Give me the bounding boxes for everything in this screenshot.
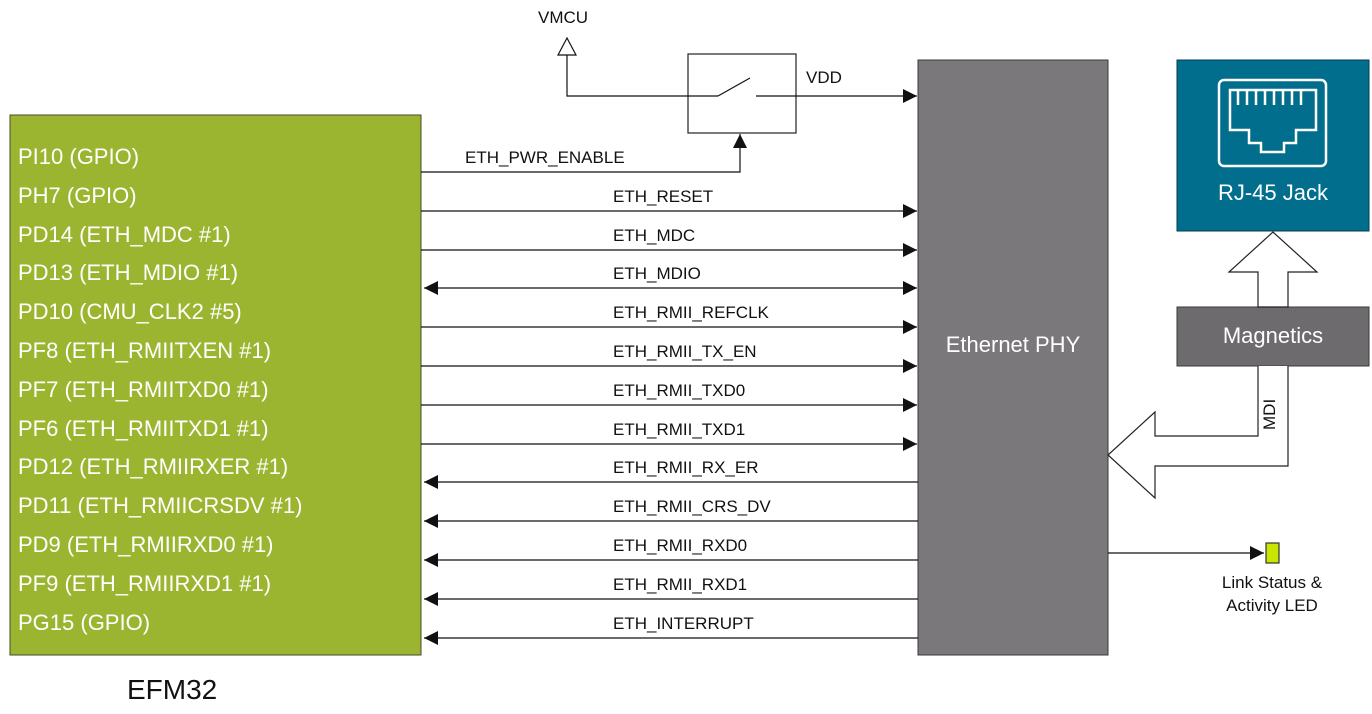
efm32-pin-label: PD14 (ETH_MDC #1) [18, 221, 231, 247]
efm32-pin-label: PH7 (GPIO) [18, 182, 137, 208]
efm32-pin-label: PF7 (ETH_RMIITXD0 #1) [18, 376, 269, 402]
ethernet-phy-block [917, 59, 1109, 656]
phy-label: Ethernet PHY [945, 332, 1081, 357]
signal-label: ETH_RMII_TXD0 [613, 381, 746, 400]
signal-label: ETH_RMII_TXD1 [613, 420, 746, 439]
rj45-jack-block [1176, 59, 1370, 232]
signal-label: ETH_RMII_RXD0 [613, 536, 748, 555]
power-switch [687, 53, 797, 134]
signal-label: ETH_RMII_TX_EN [613, 342, 757, 361]
signal-label: ETH_MDC [613, 226, 696, 245]
signal-label: ETH_RMII_CRS_DV [613, 497, 771, 516]
efm32-pin-label: PD13 (ETH_MDIO #1) [18, 260, 239, 286]
efm32-pin-label: PD9 (ETH_RMIIRXD0 #1) [18, 532, 274, 557]
signal-lines [421, 204, 918, 645]
efm32-pin-label: PI10 (GPIO) [18, 144, 140, 169]
mdi-label: MDI [1260, 398, 1279, 430]
vmcu-rail [557, 36, 688, 97]
magnetics-to-jack-arrow [1227, 231, 1319, 308]
led-label-line2: Activity LED [1226, 596, 1318, 615]
rj45-connector-icon [1217, 78, 1328, 168]
efm32-label: EFM32 [127, 674, 218, 705]
activity-led [1265, 542, 1280, 564]
rj45-label: RJ-45 Jack [1217, 180, 1329, 205]
led-label-line1: Link Status & [1221, 573, 1323, 592]
signal-label: ETH_RESET [613, 187, 714, 206]
signal-label: ETH_RMII_RXD1 [613, 575, 748, 594]
vmcu-label: VMCU [538, 8, 589, 27]
efm32-pin-label: PF9 (ETH_RMIIRXD1 #1) [18, 570, 272, 596]
mdi-arrow [1107, 366, 1289, 500]
signal-label: ETH_RMII_REFCLK [613, 303, 769, 322]
efm32-pin-label: PD11 (ETH_RMIICRSDV #1) [18, 493, 303, 519]
efm32-block [9, 114, 422, 656]
eth-pwr-enable-line [421, 134, 747, 173]
efm32-pin-label: PD10 (CMU_CLK2 #5) [18, 299, 242, 325]
efm32-pin-label: PF8 (ETH_RMIITXEN #1) [18, 338, 272, 363]
efm32-pin-label: PG15 (GPIO) [18, 609, 151, 635]
magnetics-label: Magnetics [1222, 323, 1324, 348]
vdd-label: VDD [806, 68, 842, 87]
signal-label: ETH_PWR_ENABLE [465, 148, 625, 167]
signal-label: ETH_INTERRUPT [613, 614, 754, 633]
signal-label: ETH_MDIO [613, 264, 701, 283]
signal-label: ETH_RMII_RX_ER [613, 458, 759, 477]
efm32-pin-label: PD12 (ETH_RMIIRXER #1) [18, 454, 289, 480]
efm32-pin-label: PF6 (ETH_RMIITXD1 #1) [18, 415, 269, 441]
